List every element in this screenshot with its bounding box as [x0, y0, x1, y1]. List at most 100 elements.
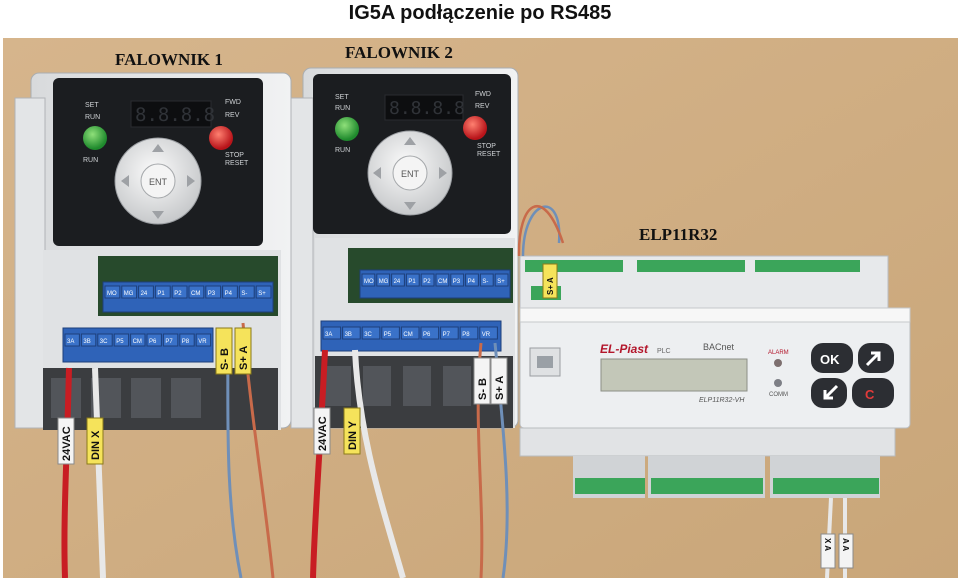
inv2-top-terminal	[376, 273, 391, 287]
inv2-top-terminal-label: MG	[379, 279, 389, 285]
inv2-bottom-terminal-label: VR	[482, 332, 491, 338]
inv2-top-terminal-label: P1	[408, 279, 416, 285]
inv2-run-label: RUN	[335, 105, 350, 112]
inv1-top-terminal-label: P3	[208, 291, 216, 297]
plc-elp11r32: EL-Piast PLC BACnet ELP11R32-VH ALARM CO…	[519, 255, 911, 498]
tag-inv2-din-y: DIN Y	[343, 407, 361, 455]
tag-inv1-din-x: DIN X	[86, 417, 104, 465]
inv2-stop-button[interactable]	[463, 116, 487, 140]
tag-inv2-24vac: 24VAC	[313, 407, 331, 455]
inv2-top-terminal-label: P4	[468, 279, 476, 285]
inv2-top-terminal	[450, 273, 465, 287]
inv2-top-terminal	[361, 273, 376, 287]
plc-alarm-label: ALARM	[768, 350, 789, 356]
inv2-rev-label: REV	[475, 103, 490, 110]
inv1-top-terminal	[255, 285, 272, 299]
inv2-run-btn-label: RUN	[335, 147, 350, 154]
plc-ok-button[interactable]	[811, 343, 853, 373]
inv1-top-terminal	[205, 285, 222, 299]
inv1-top-terminal-label: P1	[157, 291, 165, 297]
inv2-bottom-terminal	[420, 326, 440, 340]
inv1-top-terminal	[121, 285, 138, 299]
inv1-top-terminal	[188, 285, 205, 299]
inv2-bottom-terminal-label: P6	[423, 332, 431, 338]
inv1-bottom-terminal	[113, 333, 130, 347]
inv1-top-terminal-label: 24	[141, 291, 148, 297]
inv1-run-label: RUN	[85, 114, 100, 121]
inv2-run-button[interactable]	[335, 117, 359, 141]
inv1-bottom-terminal-label: VR	[198, 339, 207, 345]
inv2-bottom-terminal-label: P5	[384, 332, 392, 338]
inv2-bottom-terminal-label: P8	[462, 332, 470, 338]
inv2-top-terminal	[420, 273, 435, 287]
inv1-bottom-terminal	[179, 333, 195, 347]
tag-plc-top: S+ A	[542, 263, 558, 299]
plc-c-button[interactable]	[852, 378, 894, 408]
inv2-bottom-terminal-label: 3B	[345, 332, 352, 338]
inv2-bottom-terminal	[479, 326, 498, 340]
inv2-top-terminal	[391, 273, 405, 287]
plc-lcd	[600, 358, 748, 392]
inv1-bottom-terminal-label: P8	[182, 339, 190, 345]
inv1-bottom-terminal	[97, 333, 113, 347]
inv1-bottom-terminal	[195, 333, 212, 347]
inv1-top-terminal	[238, 285, 255, 299]
inv1-run-button[interactable]	[83, 126, 107, 150]
inv1-set-label: SET	[85, 102, 99, 109]
inv2-bottom-terminal	[322, 326, 342, 340]
svg-text:S+ A: S+ A	[546, 277, 555, 295]
plc-down-arrow-icon	[823, 384, 839, 400]
inv2-bottom-terminal	[361, 326, 381, 340]
inv2-ent-button[interactable]	[392, 155, 428, 191]
plc-brand: EL-Piast	[600, 342, 649, 356]
inv1-top-terminal-label: CM	[191, 291, 200, 297]
inv1-ent-label: ENT	[149, 177, 168, 187]
inv1-bottom-terminal-label: P5	[116, 339, 124, 345]
svg-text:24VAC: 24VAC	[61, 426, 73, 461]
tag-plc-bottom-x: X A	[820, 533, 836, 569]
inv1-top-terminal-label: P4	[225, 291, 233, 297]
inv2-bottom-terminal	[342, 326, 361, 340]
page-title: IG5A podłączenie po RS485	[348, 2, 612, 24]
plc-up-arrow-icon	[865, 351, 881, 367]
inv2-top-terminal-label: P3	[453, 279, 461, 285]
inv1-bottom-terminal-label: 3A	[67, 339, 74, 345]
inv1-display: 8.8.8.8	[135, 104, 215, 126]
svg-text:DIN Y: DIN Y	[347, 420, 359, 450]
inv2-bottom-terminal	[381, 326, 400, 340]
plc-model: ELP11R32-VH	[699, 397, 745, 404]
svg-text:S+ A: S+ A	[238, 346, 250, 370]
inv1-run-btn-label: RUN	[83, 157, 98, 164]
inv1-ent-button[interactable]	[140, 163, 176, 199]
inv1-bottom-terminal-label: 3B	[83, 339, 90, 345]
inv2-bottom-terminal	[459, 326, 479, 340]
tag-inv1-s-minus: S- B	[215, 327, 233, 375]
inv2-bottom-terminal-label: P7	[443, 332, 451, 338]
inv1-top-terminal	[104, 285, 121, 299]
inv1-top-terminal-label: S-	[241, 291, 247, 297]
plc-comm-led	[774, 379, 782, 387]
inv1-fwd-label: FWD	[225, 99, 241, 106]
svg-text:DIN X: DIN X	[90, 430, 102, 460]
inv2-bottom-terminal	[440, 326, 459, 340]
inv1-top-terminal-label: MO	[107, 291, 117, 297]
inv2-bottom-terminal-label: 3C	[364, 332, 372, 338]
plc-comm-label: COMM	[769, 392, 788, 398]
inv2-bottom-terminal	[400, 326, 420, 340]
svg-text:S- B: S- B	[219, 348, 231, 370]
inv1-rev-label: REV	[225, 112, 240, 119]
tag-inv2-s-minus: S- B	[473, 357, 491, 405]
tag-inv2-s-plus: S+ A	[490, 357, 508, 405]
inv1-top-terminal-label: S+	[258, 291, 266, 297]
inv2-reset-label: RESET	[477, 151, 501, 158]
inv2-top-terminal	[479, 273, 494, 287]
inv1-stop-button[interactable]	[209, 126, 233, 150]
inv2-top-terminal-label: S+	[497, 279, 505, 285]
inv2-top-terminal	[465, 273, 479, 287]
tag-plc-bottom-a: A A	[838, 533, 854, 569]
inv2-ent-label: ENT	[401, 169, 420, 179]
svg-text:S- B: S- B	[477, 378, 489, 400]
wire-tags: S- B S+ A 24VAC DIN X 24VAC DIN Y S- B	[57, 263, 854, 569]
inv1-reset-label: RESET	[225, 160, 249, 167]
inv1-bottom-terminal-label: CM	[133, 339, 142, 345]
